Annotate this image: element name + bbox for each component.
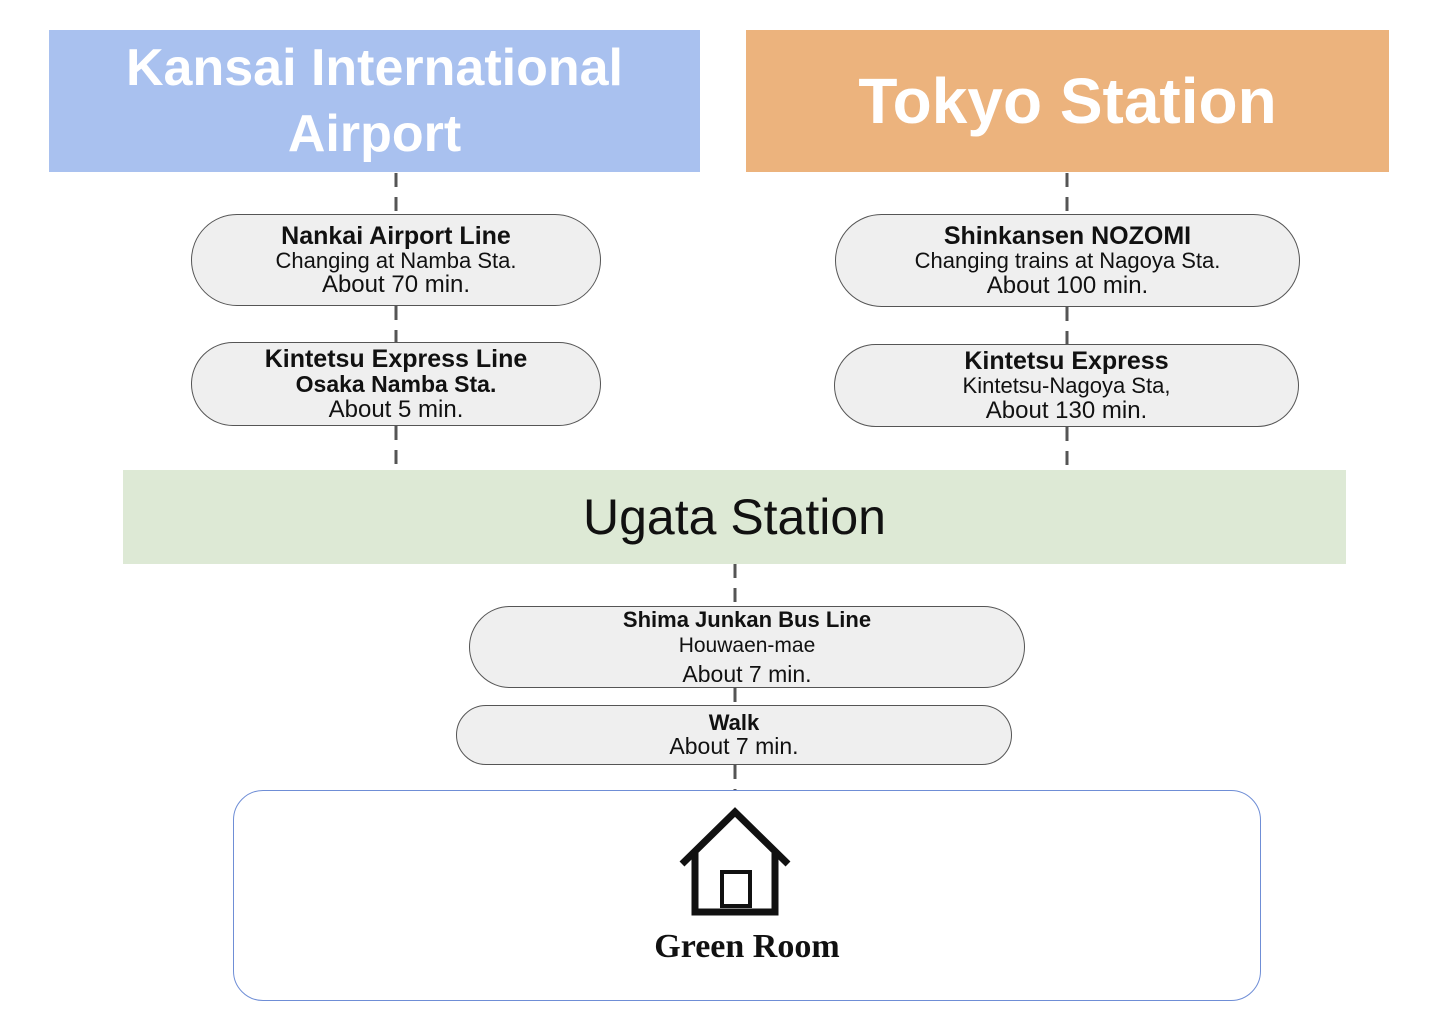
hub-ugata-station: Ugata Station [123, 470, 1346, 564]
step-duration: About 7 min. [669, 733, 799, 760]
step-duration: About 7 min. [682, 660, 812, 687]
step-line-name: Shinkansen NOZOMI [943, 222, 1192, 251]
origin-tokyo-station: Tokyo Station [746, 30, 1389, 172]
step-shinkansen-nozomi: Shinkansen NOZOMI Changing trains at Nag… [835, 214, 1300, 307]
origin-tokyo-label: Tokyo Station [858, 65, 1277, 137]
origin-kansai-airport: Kansai International Airport [49, 30, 700, 172]
step-walk: Walk About 7 min. [456, 705, 1012, 765]
step-duration: About 5 min. [328, 395, 464, 423]
step-shima-junkan-bus-line: Shima Junkan Bus Line Houwaen-mae About … [469, 606, 1025, 688]
step-duration: About 100 min. [986, 271, 1149, 299]
step-detail: Changing trains at Nagoya Sta. [914, 248, 1221, 274]
step-detail: Osaka Namba Sta. [295, 371, 497, 398]
step-kintetsu-express: Kintetsu Express Kintetsu-Nagoya Sta, Ab… [834, 344, 1299, 427]
step-kintetsu-express-line: Kintetsu Express Line Osaka Namba Sta. A… [191, 342, 601, 426]
step-detail: Changing at Namba Sta. [275, 247, 517, 273]
step-duration: About 70 min. [321, 271, 471, 299]
origin-kansai-label: Kansai International Airport [126, 39, 623, 163]
step-duration: About 130 min. [985, 396, 1148, 424]
step-line-name: Nankai Airport Line [281, 221, 511, 250]
step-line-name: Kintetsu Express [964, 347, 1169, 376]
destination-label: Green Room [654, 928, 840, 965]
step-detail: Kintetsu-Nagoya Sta, [962, 373, 1171, 399]
step-nankai-airport-line: Nankai Airport Line Changing at Namba St… [191, 214, 601, 306]
hub-label: Ugata Station [583, 489, 886, 545]
step-detail: Houwaen-mae [678, 634, 816, 658]
step-line-name: Shima Junkan Bus Line [622, 607, 872, 633]
step-line-name: Walk [708, 710, 760, 736]
house-icon [679, 807, 791, 916]
step-line-name: Kintetsu Express Line [264, 345, 528, 374]
